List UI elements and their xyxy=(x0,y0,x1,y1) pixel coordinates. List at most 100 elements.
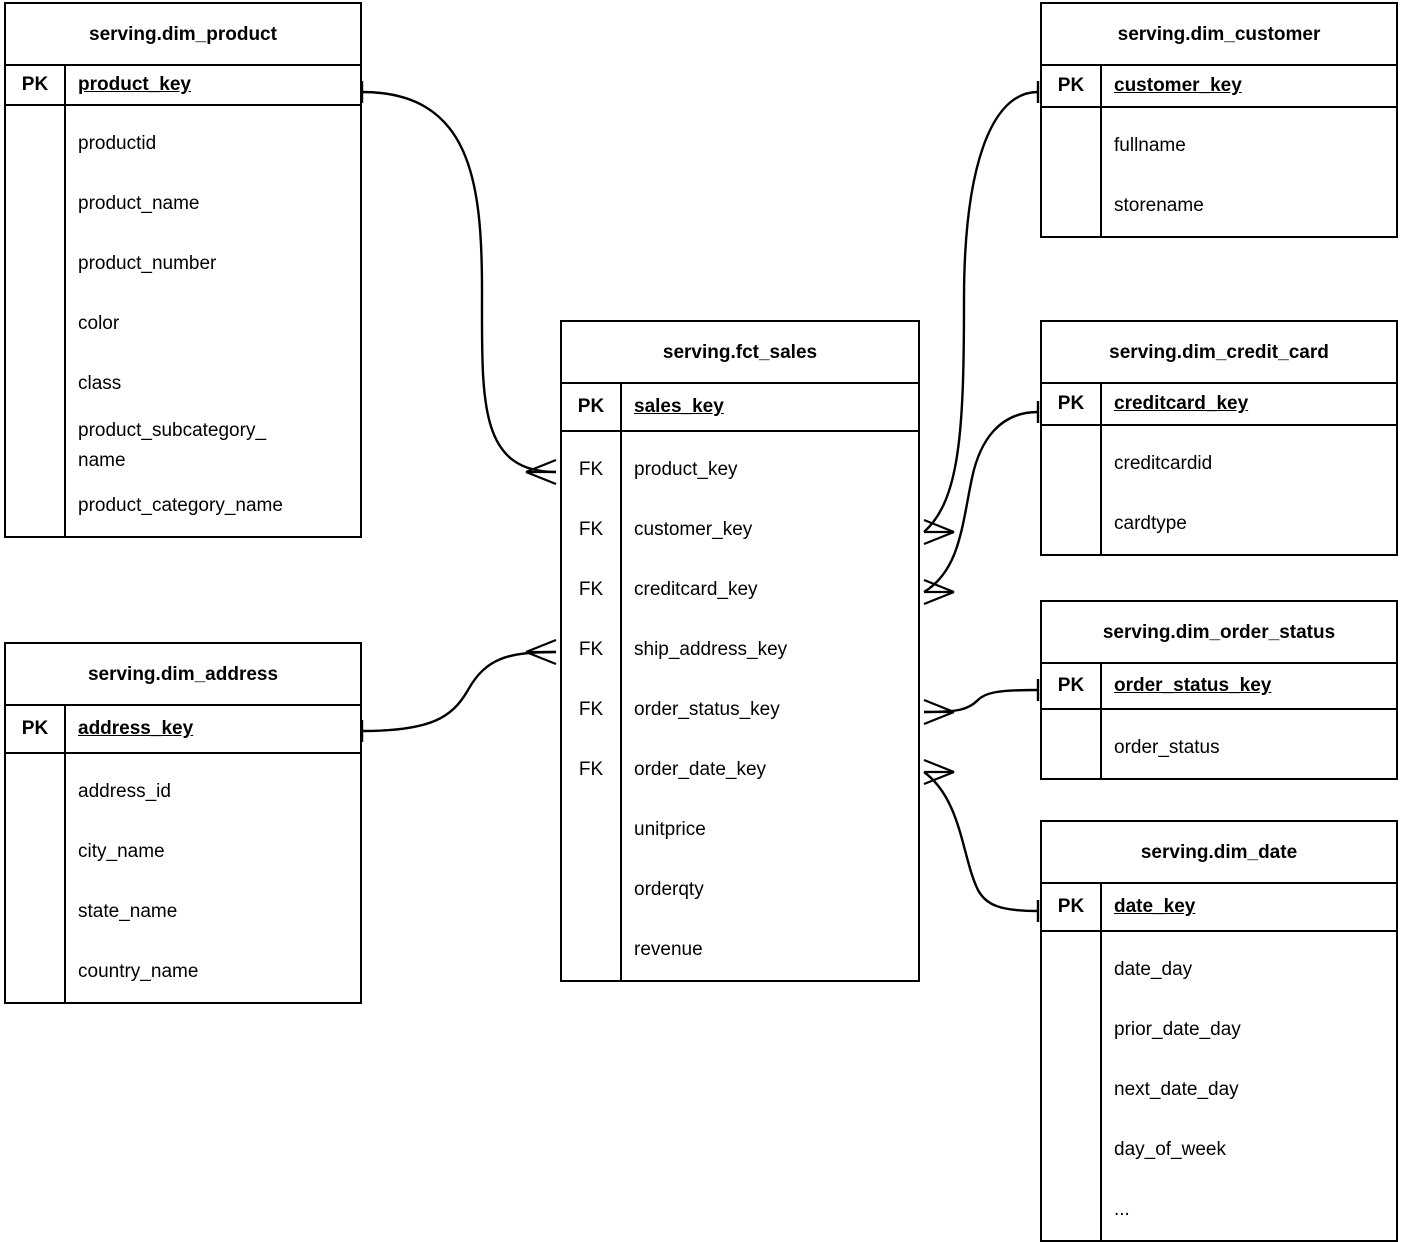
field-key-blank xyxy=(1042,434,1100,494)
field-name: day_of_week xyxy=(1114,1139,1226,1160)
fk-badge: FK xyxy=(578,639,604,660)
entity-title: serving.dim_address xyxy=(6,644,360,706)
primary-key-name: date_key xyxy=(1114,896,1196,917)
relationship-line-rel-customer-sales xyxy=(923,90,1039,533)
entity-title: serving.dim_credit_card xyxy=(1042,322,1396,384)
field-name: product_category_name xyxy=(78,495,283,516)
entity-title: serving.dim_product xyxy=(6,4,360,66)
primary-key-name: customer_key xyxy=(1114,75,1242,96)
primary-key-row[interactable]: PK creditcard_key xyxy=(1042,384,1396,426)
field-name: unitprice xyxy=(634,819,706,840)
field-key-blank xyxy=(6,354,64,414)
field-key-blank xyxy=(1042,116,1100,176)
pk-badge: PK xyxy=(6,66,66,104)
field-key-column xyxy=(6,754,66,1002)
field-key-blank xyxy=(1042,1000,1100,1060)
field-key-blank xyxy=(1042,940,1100,1000)
field-name: revenue xyxy=(634,939,703,960)
field-key-blank xyxy=(6,234,64,294)
field-name: order_date_key xyxy=(634,759,767,780)
field-name: date_day xyxy=(1114,959,1193,980)
field-key-column xyxy=(6,106,66,536)
primary-key-row[interactable]: PK customer_key xyxy=(1042,66,1396,108)
field-name: ship_address_key xyxy=(634,639,788,660)
field-key-blank xyxy=(1042,494,1100,554)
field-key-blank xyxy=(1042,1060,1100,1120)
pk-badge: PK xyxy=(1042,66,1102,106)
field-name: storename xyxy=(1114,195,1204,216)
field-name: class xyxy=(78,373,122,394)
field-key-blank xyxy=(1042,176,1100,236)
field-key-blank xyxy=(6,942,64,1002)
field-name: color xyxy=(78,313,120,334)
field-name: product_key xyxy=(634,459,738,480)
field-key-blank xyxy=(6,474,64,534)
field-name: customer_key xyxy=(634,519,753,540)
cardinality-many-marker xyxy=(525,458,557,486)
primary-key-row[interactable]: PK order_status_key xyxy=(1042,664,1396,710)
field-key-blank xyxy=(6,294,64,354)
pk-badge: PK xyxy=(1042,884,1102,930)
field-key-blank xyxy=(562,800,620,860)
field-key-blank xyxy=(1042,718,1100,778)
field-key-blank xyxy=(1042,1180,1100,1240)
field-key-blank xyxy=(562,920,620,980)
field-key-column xyxy=(1042,932,1102,1240)
fk-badge: FK xyxy=(578,759,604,780)
pk-badge: PK xyxy=(562,384,622,430)
field-name-column: order_status xyxy=(1102,710,1396,778)
field-name: fullname xyxy=(1114,135,1186,156)
pk-badge: PK xyxy=(1042,384,1102,424)
field-name: state_name xyxy=(78,901,178,922)
cardinality-many-marker xyxy=(923,578,955,606)
entity-title: serving.dim_date xyxy=(1042,822,1396,884)
primary-key-row[interactable]: PK date_key xyxy=(1042,884,1396,932)
field-name: product_name xyxy=(78,193,200,214)
cardinality-many-marker xyxy=(923,758,955,786)
pk-badge: PK xyxy=(6,706,66,752)
field-name: ... xyxy=(1114,1199,1130,1220)
field-key-blank xyxy=(6,882,64,942)
primary-key-row[interactable]: PK product_key xyxy=(6,66,360,106)
field-key-column xyxy=(1042,108,1102,236)
entity-title: serving.fct_sales xyxy=(562,322,918,384)
field-key-blank xyxy=(562,860,620,920)
primary-key-name: creditcard_key xyxy=(1114,393,1249,414)
fk-badge: FK xyxy=(578,699,604,720)
cardinality-many-marker xyxy=(923,698,955,726)
field-name: productid xyxy=(78,133,157,154)
relationship-line-rel-date-sales xyxy=(923,771,1039,913)
cardinality-many-marker xyxy=(923,518,955,546)
field-key-blank xyxy=(6,822,64,882)
pk-badge: PK xyxy=(1042,664,1102,708)
primary-key-name: product_key xyxy=(78,74,191,95)
field-key-blank xyxy=(6,414,64,474)
field-name: next_date_day xyxy=(1114,1079,1239,1100)
field-name: creditcard_key xyxy=(634,579,758,600)
relationship-line-rel-address-sales xyxy=(361,650,557,733)
fk-badge: FK xyxy=(578,459,604,480)
relationship-line-rel-orderstatus-sales xyxy=(923,688,1039,714)
field-key-blank xyxy=(6,114,64,174)
primary-key-name: order_status_key xyxy=(1114,675,1272,696)
